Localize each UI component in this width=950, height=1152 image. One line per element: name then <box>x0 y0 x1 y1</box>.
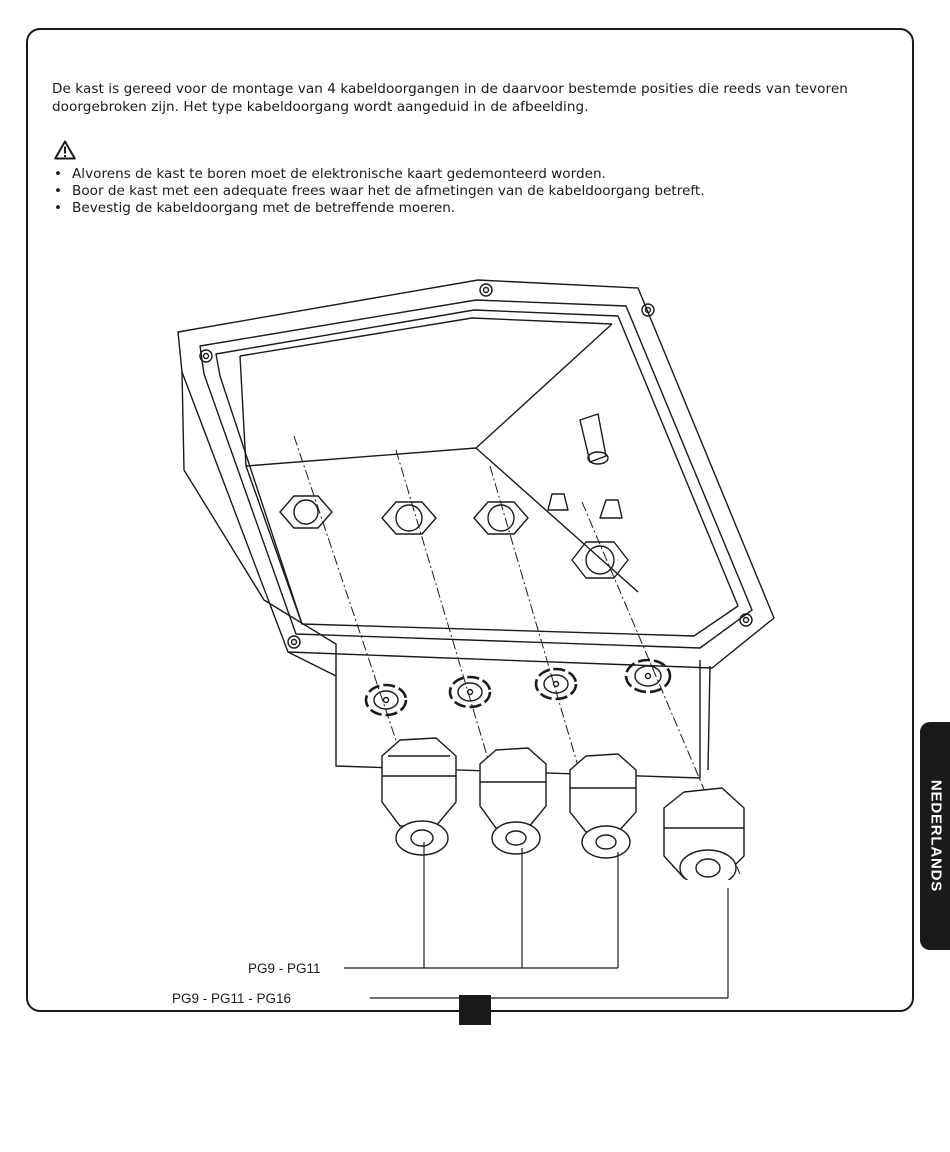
knockout-hole <box>534 667 578 701</box>
cable-gland <box>479 747 547 855</box>
nut <box>571 541 629 579</box>
enclosure-cable-gland-diagram <box>177 279 775 880</box>
cable-gland <box>663 787 745 880</box>
cable-gland <box>381 737 457 856</box>
list-item: Alvorens de kast te boren moet de elektr… <box>52 166 892 183</box>
list-item: Boor de kast met een adequate frees waar… <box>52 183 892 200</box>
language-tab-label: NEDERLANDS <box>927 779 945 893</box>
enclosure-rim <box>177 279 775 669</box>
intro-paragraph: De kast is gereed voor de montage van 4 … <box>52 81 848 115</box>
nut <box>279 495 333 529</box>
label-small-glands: PG9 - PG11 <box>248 961 321 976</box>
knockout-hole <box>448 675 492 709</box>
instruction-list: Alvorens de kast te boren moet de elektr… <box>52 166 892 217</box>
language-tab <box>920 722 950 950</box>
cable-gland <box>569 753 637 859</box>
list-item: Bevestig de kabeldoorgang met de betreff… <box>52 200 892 217</box>
page-number-box <box>459 995 491 1025</box>
enclosure-body <box>181 371 701 779</box>
knockout-hole <box>624 658 672 694</box>
nut <box>381 501 437 535</box>
label-large-gland: PG9 - PG11 - PG16 <box>172 991 291 1006</box>
warning-triangle-icon <box>54 140 76 160</box>
